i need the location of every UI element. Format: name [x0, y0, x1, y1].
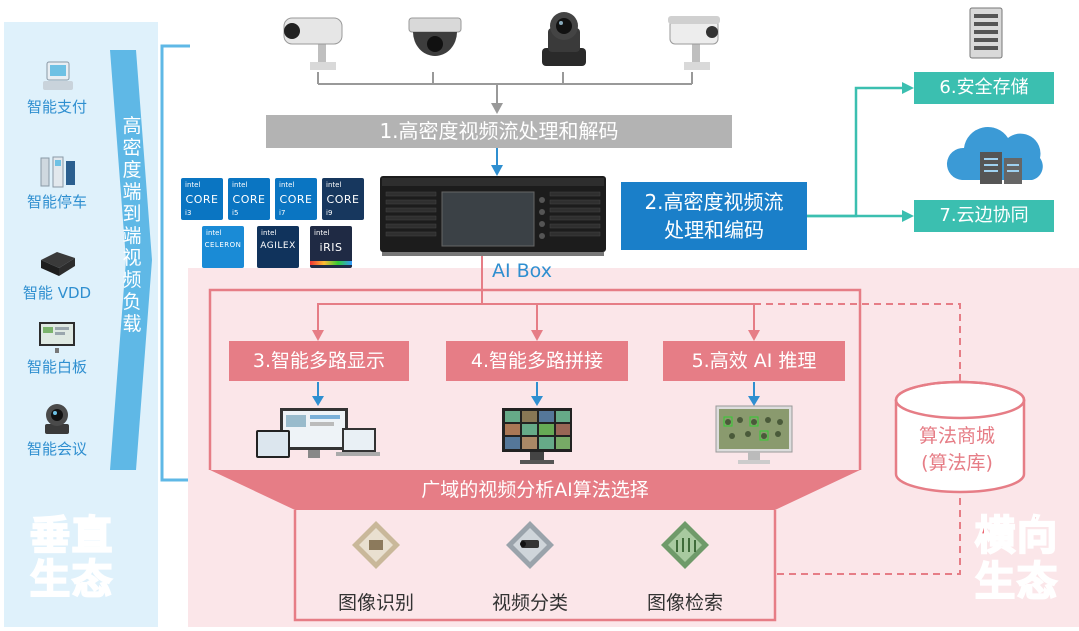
image-recognition-icon: [352, 521, 400, 569]
ai-box-device: [380, 176, 606, 256]
cloud-servers-icon: [946, 126, 1043, 184]
step6-storage-box: 6.安全存储: [914, 72, 1054, 104]
app-smart-payment: 智能支付: [6, 60, 108, 117]
horizontal-title-line2: 生态: [974, 559, 1059, 605]
step2-encode-box: 2.高密度视频流 处理和编码: [621, 182, 807, 250]
left-bracket: [160, 44, 190, 482]
step7-cloud-edge-box: 7.云边协同: [914, 200, 1054, 232]
step5-inference-box: 5.高效 AI 推理: [663, 341, 845, 381]
bullet-camera-icon: [283, 17, 343, 70]
app-label: 智能支付: [26, 98, 87, 116]
step3-display-box: 3.智能多路显示: [229, 341, 409, 381]
parking-kiosk-icon: [40, 156, 75, 188]
whiteboard-icon: [39, 322, 75, 353]
stitched-display-icon: [502, 408, 572, 464]
category-image-retrieval: 图像检索: [646, 592, 723, 614]
video-classification-icon: [506, 521, 554, 569]
image-retrieval-icon: [661, 521, 709, 569]
step2-line1: 2.高密度视频流: [644, 190, 784, 214]
box-camera-icon: [668, 16, 720, 70]
storage-server-icon: [969, 7, 1003, 59]
end-to-end-load-label: 高密度端到端视频负载: [122, 115, 142, 335]
dome-camera-icon: [408, 17, 462, 56]
app-smart-meeting: 智能会议: [6, 402, 108, 459]
payment-terminal-icon: [43, 61, 73, 90]
app-smart-parking: 智能停车: [6, 155, 108, 212]
category-image-recognition: 图像识别: [337, 592, 414, 614]
app-label: 智能会议: [26, 440, 87, 458]
app-label: 智能停车: [26, 193, 87, 211]
vertical-title-line1: 垂直: [29, 513, 114, 559]
multi-display-devices-icon: [256, 408, 380, 458]
ai-box-label: AI Box: [492, 260, 552, 282]
ai-inference-display-icon: [715, 405, 793, 464]
algorithm-selection-title: 广域的视频分析AI算法选择: [421, 479, 649, 501]
step4-stitch-box: 4.智能多路拼接: [446, 341, 628, 381]
app-label: 智能 VDD: [22, 284, 92, 302]
ptz-camera-icon: [542, 12, 586, 66]
store-line1: 算法商城: [918, 425, 995, 447]
app-smart-whiteboard: 智能白板: [6, 320, 108, 377]
category-video-classification: 视频分类: [491, 592, 568, 614]
vertical-title-line2: 生态: [29, 557, 114, 603]
algorithm-store-label: 算法商城 (算法库): [894, 423, 1020, 477]
conference-camera-icon: [45, 404, 69, 434]
step2-line2: 处理和编码: [664, 218, 764, 242]
horizontal-title-line1: 横向: [974, 513, 1059, 559]
store-line2: (算法库): [921, 452, 993, 474]
app-smart-vdd: 智能 VDD: [6, 246, 108, 303]
step1-decode-bar: 1.高密度视频流处理和解码: [266, 115, 732, 148]
vdd-box-icon: [41, 252, 75, 276]
app-label: 智能白板: [26, 358, 87, 376]
chevron-arrow: [110, 50, 152, 470]
